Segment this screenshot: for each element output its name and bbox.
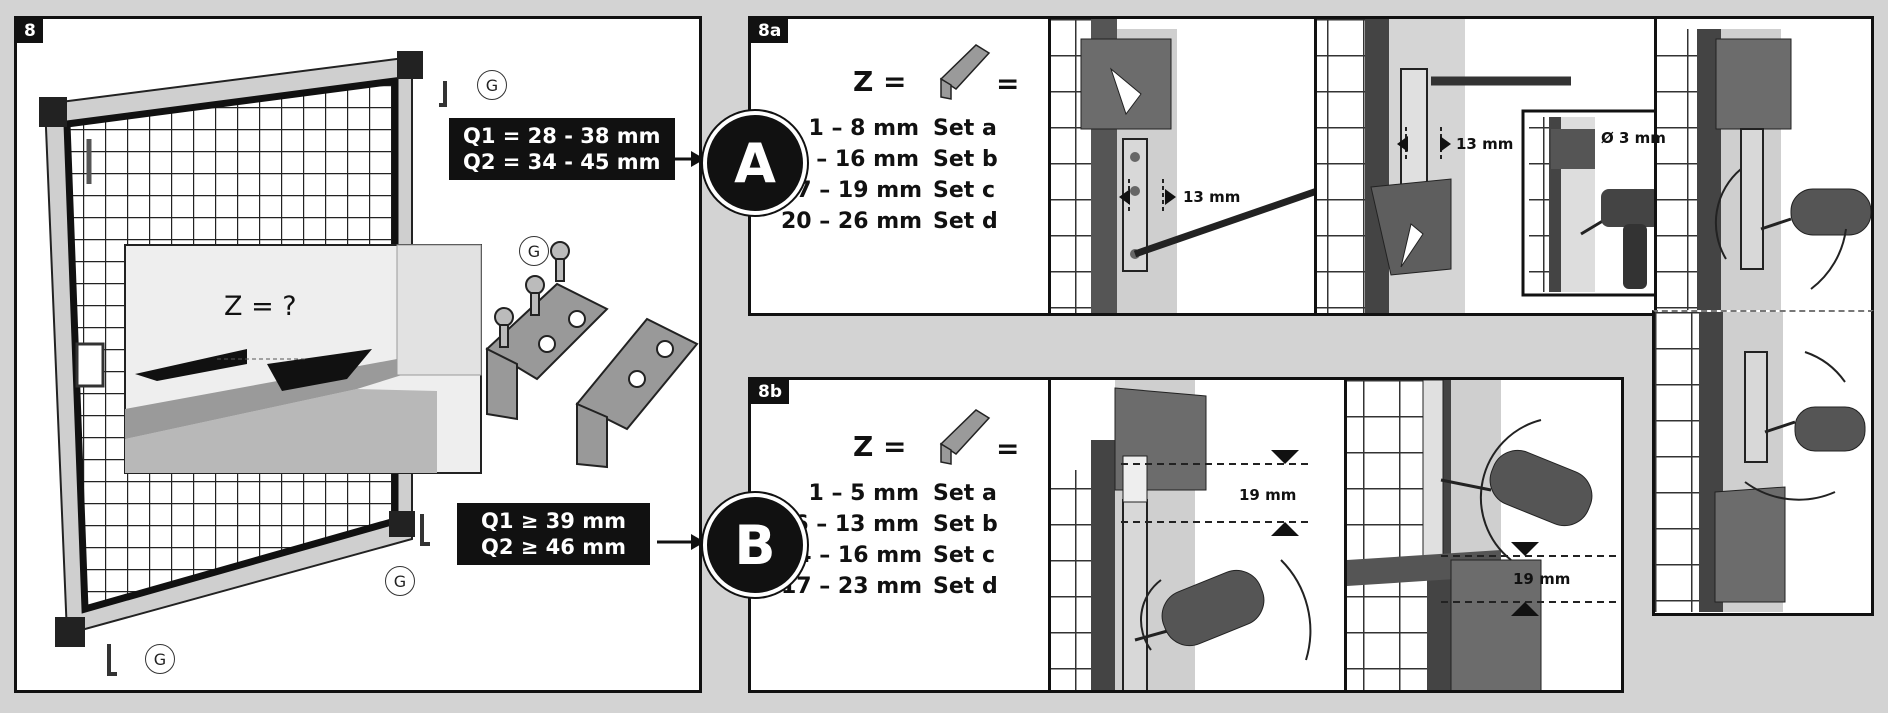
- panel-8b-eq-sign: =: [996, 432, 1020, 465]
- option-b-q1: Q1 ≥ 39 mm: [481, 509, 626, 533]
- inset-question: Z = ?: [224, 291, 297, 322]
- option-a-q1: Q1 = 28 - 38 mm: [463, 124, 661, 148]
- option-b-q2: Q2 ≥ 46 mm: [481, 535, 626, 559]
- panel-8a-eq-sign: =: [996, 67, 1020, 100]
- g-mark-bottom-left: G: [145, 644, 175, 674]
- panel-8a-dim-2: 13 mm: [1456, 135, 1514, 153]
- drill-diameter-label: Ø 3 mm: [1601, 129, 1666, 147]
- divider: [1048, 380, 1051, 690]
- divider: [1314, 19, 1317, 313]
- option-b-badge: B: [703, 493, 807, 597]
- screen-frame-illustration: [39, 51, 699, 676]
- panel-8b-dim-1: 19 mm: [1239, 486, 1297, 504]
- panel-8b: 8b Z =: [748, 377, 1624, 693]
- panel-8: 8: [14, 16, 702, 693]
- panel-8a-tag: 8a: [751, 19, 789, 43]
- panel-8-tag: 8: [17, 19, 43, 43]
- g-mark-bottom-right: G: [385, 566, 415, 596]
- panel-8b-dim-2: 19 mm: [1513, 570, 1571, 588]
- bracket-icon: [939, 44, 991, 100]
- panel-8b-illustrations: [939, 380, 1621, 690]
- g-mark-top: G: [477, 70, 507, 100]
- panel-8a-z-label: Z =: [853, 65, 907, 98]
- bracket-icon: [939, 409, 991, 465]
- panel-8b-tag: 8b: [751, 380, 789, 404]
- divider: [1344, 380, 1347, 690]
- panel-8b-z-label: Z =: [853, 430, 907, 463]
- panel-8a-extension: [1652, 310, 1874, 616]
- panel-8a-dim-1: 13 mm: [1183, 188, 1241, 206]
- divider: [1048, 19, 1051, 313]
- option-a-criteria: Q1 = 28 - 38 mm Q2 = 34 - 45 mm: [449, 118, 675, 180]
- panel-8a: 8a Z =: [748, 16, 1874, 316]
- divider: [1654, 19, 1657, 313]
- g-mark-screws: G: [519, 236, 549, 266]
- option-a-q2: Q2 = 34 - 45 mm: [463, 150, 661, 174]
- option-b-criteria: Q1 ≥ 39 mm Q2 ≥ 46 mm: [457, 503, 650, 565]
- option-a-badge: A: [703, 111, 807, 215]
- screwdriver-illustration: [1655, 312, 1866, 612]
- panel-8a-illustrations: [939, 19, 1871, 313]
